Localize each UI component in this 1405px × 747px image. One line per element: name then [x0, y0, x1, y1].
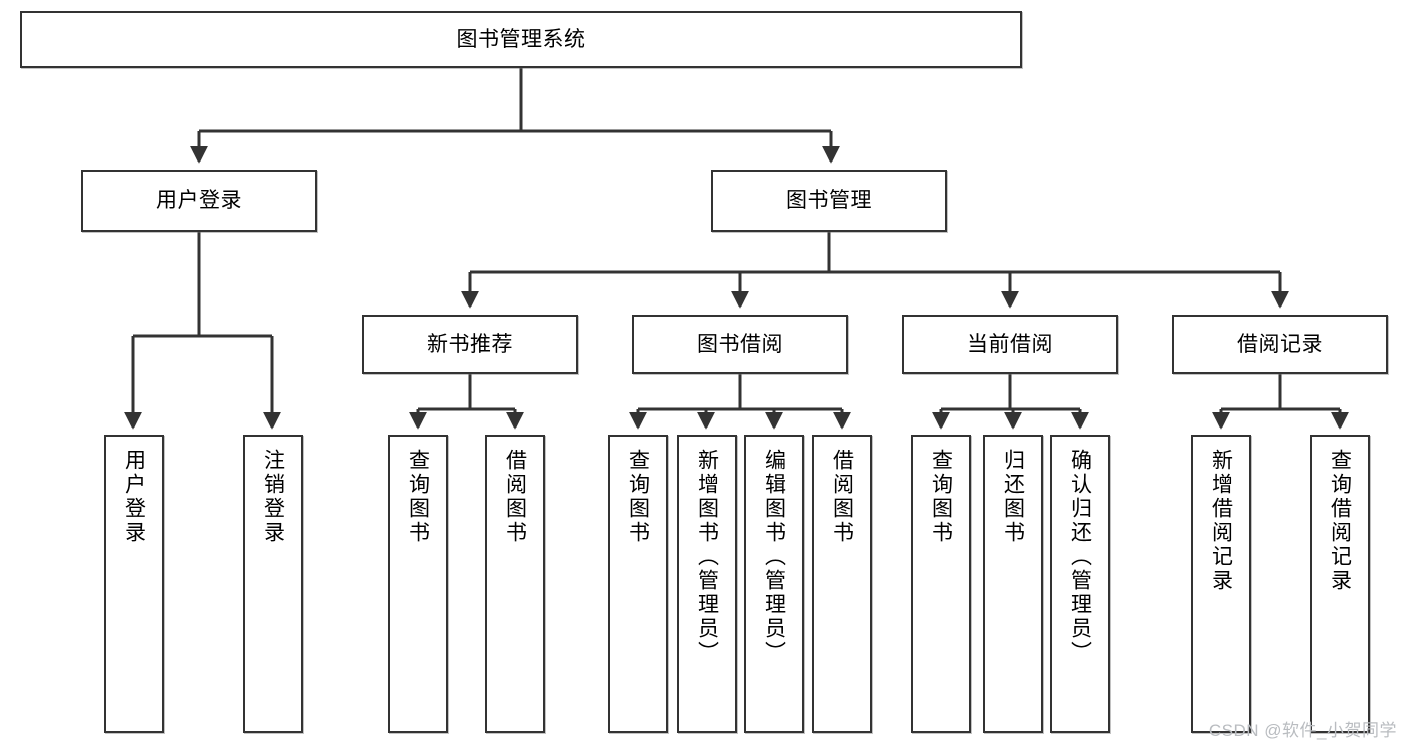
- node-leaf-borrow-book-bb-label: 借阅图书: [830, 449, 854, 545]
- node-current-borrow[interactable]: 当前借阅: [902, 315, 1118, 374]
- node-leaf-query-book-bb-label: 查询图书: [626, 449, 650, 545]
- node-leaf-add-borrow-record-label: 新增借阅记录: [1209, 449, 1233, 593]
- node-leaf-query-book-bb[interactable]: 查询图书: [608, 435, 668, 733]
- node-leaf-query-book-cb[interactable]: 查询图书: [911, 435, 971, 733]
- node-root[interactable]: 图书管理系统: [20, 11, 1022, 68]
- node-leaf-borrow-book-rec-label: 借阅图书: [503, 449, 527, 545]
- node-borrow-record[interactable]: 借阅记录: [1172, 315, 1388, 374]
- node-book-manage-label: 图书管理: [786, 189, 872, 213]
- node-book-borrow-label: 图书借阅: [697, 332, 783, 356]
- node-leaf-borrow-book-rec[interactable]: 借阅图书: [485, 435, 545, 733]
- node-root-label: 图书管理系统: [456, 27, 586, 51]
- node-leaf-return-book-label: 归还图书: [1001, 449, 1025, 545]
- node-leaf-query-borrow-record-label: 查询借阅记录: [1328, 449, 1352, 593]
- node-leaf-logout-label: 注销登录: [261, 449, 285, 545]
- node-leaf-query-book-cb-label: 查询图书: [929, 449, 953, 545]
- node-new-book-rec[interactable]: 新书推荐: [362, 315, 578, 374]
- node-current-borrow-label: 当前借阅: [967, 332, 1053, 356]
- node-leaf-edit-book-admin[interactable]: 编辑图书（管理员）: [744, 435, 804, 733]
- node-book-manage[interactable]: 图书管理: [711, 170, 947, 232]
- node-new-book-rec-label: 新书推荐: [427, 332, 513, 356]
- node-leaf-query-borrow-record[interactable]: 查询借阅记录: [1310, 435, 1370, 733]
- node-user-login-label: 用户登录: [156, 189, 242, 213]
- node-leaf-user-login-label: 用户登录: [122, 449, 146, 545]
- node-user-login[interactable]: 用户登录: [81, 170, 317, 232]
- node-book-borrow[interactable]: 图书借阅: [632, 315, 848, 374]
- node-leaf-add-borrow-record[interactable]: 新增借阅记录: [1191, 435, 1251, 733]
- node-leaf-add-book-admin-label: 新增图书（管理员）: [695, 449, 719, 665]
- node-leaf-confirm-return-admin-label: 确认归还（管理员）: [1068, 449, 1092, 665]
- node-leaf-borrow-book-bb[interactable]: 借阅图书: [812, 435, 872, 733]
- node-leaf-edit-book-admin-label: 编辑图书（管理员）: [762, 449, 786, 665]
- csdn-watermark: CSDN @软件_小贺同学: [1208, 721, 1397, 740]
- node-leaf-add-book-admin[interactable]: 新增图书（管理员）: [677, 435, 737, 733]
- node-leaf-query-book-rec-label: 查询图书: [406, 449, 430, 545]
- node-leaf-query-book-rec[interactable]: 查询图书: [388, 435, 448, 733]
- node-borrow-record-label: 借阅记录: [1237, 332, 1323, 356]
- node-leaf-user-login[interactable]: 用户登录: [104, 435, 164, 733]
- node-leaf-logout[interactable]: 注销登录: [243, 435, 303, 733]
- node-leaf-confirm-return-admin[interactable]: 确认归还（管理员）: [1050, 435, 1110, 733]
- node-leaf-return-book[interactable]: 归还图书: [983, 435, 1043, 733]
